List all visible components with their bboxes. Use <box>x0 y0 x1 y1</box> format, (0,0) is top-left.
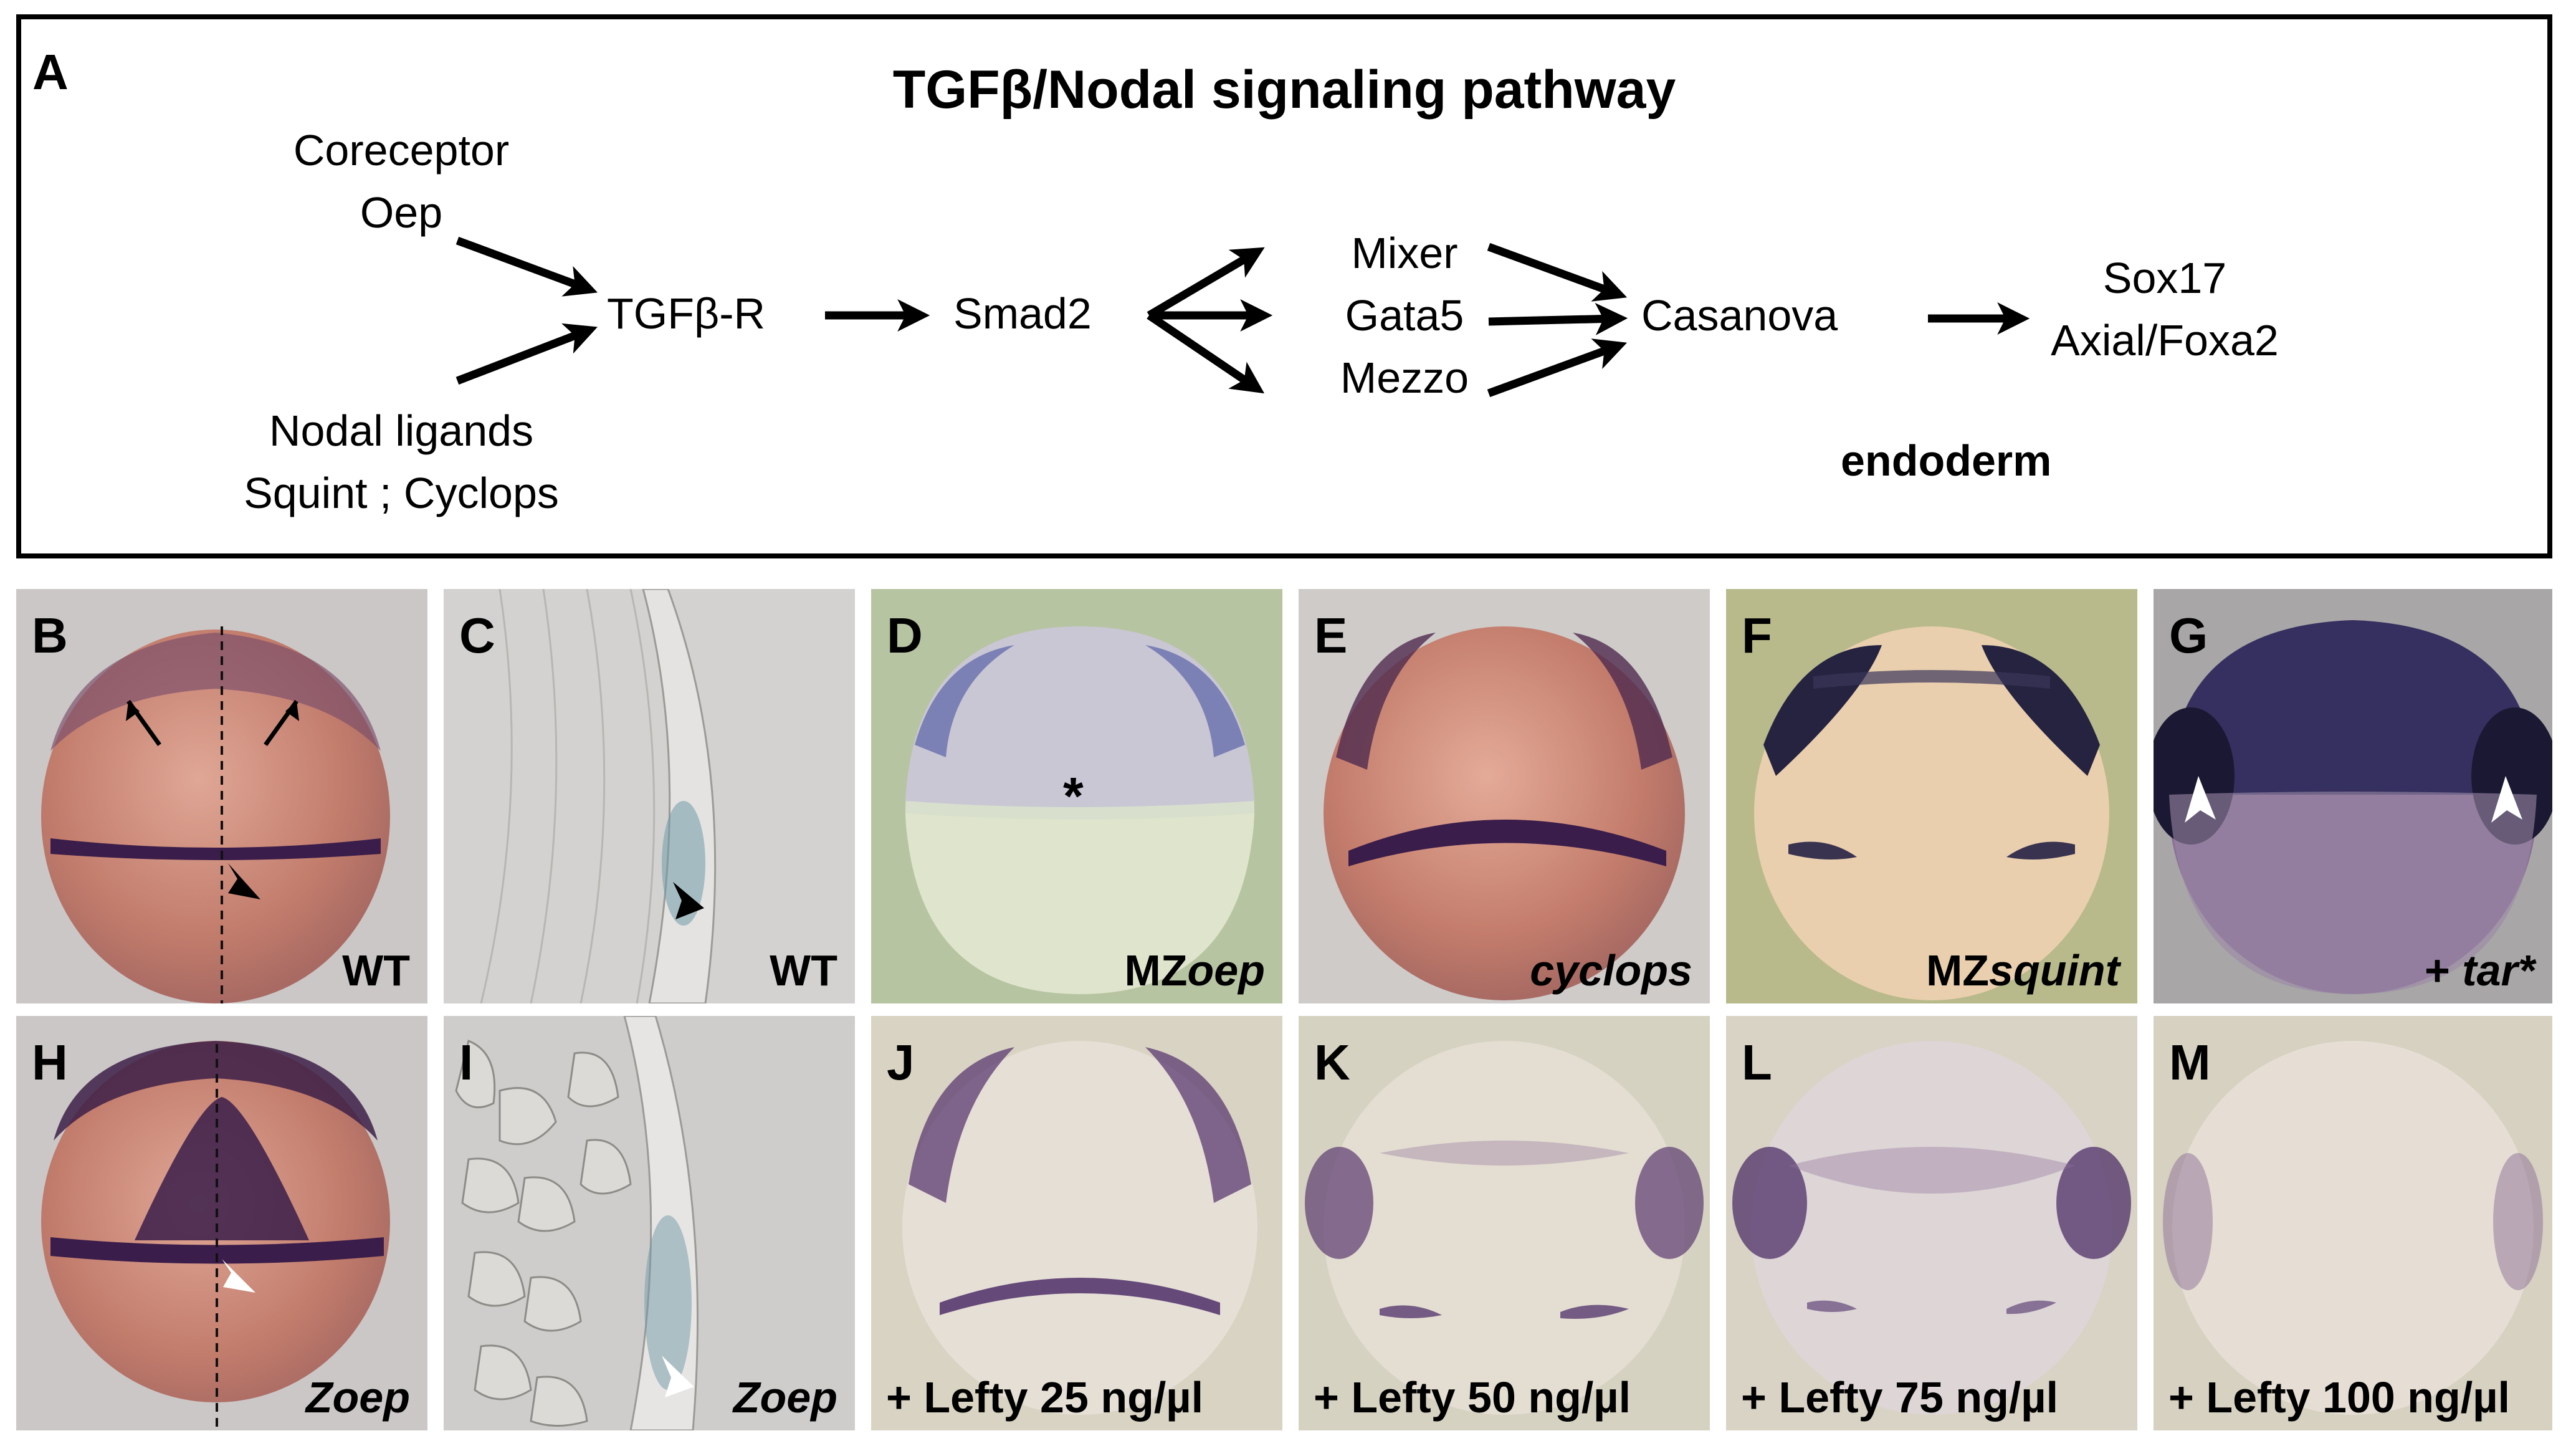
caption-i-prefix: Z <box>733 1373 760 1422</box>
caption-d-italic: oep <box>1187 946 1265 995</box>
caption-h: Zoep <box>306 1376 410 1419</box>
embryo-lefty-100-image <box>2154 1016 2552 1430</box>
node-targets: Sox17 Axial/Foxa2 <box>2009 247 2321 371</box>
arrow-mixer-to-casanova <box>1487 242 1628 302</box>
diagram-title: TGFβ/Nodal signaling pathway <box>892 60 1676 120</box>
sox17-label: Sox17 <box>2102 254 2227 302</box>
caption-g: + tar* <box>2425 949 2535 992</box>
embryo-lefty-50-image <box>1299 1016 1710 1430</box>
caption-d-prefix: MZ <box>1124 946 1188 995</box>
arrow-gata5-to-casanova <box>1488 302 1628 335</box>
embryo-wt-image <box>16 589 427 1003</box>
embryo-lefty-75-image <box>1726 1016 2137 1430</box>
caption-e-italic: cyclops <box>1530 946 1692 995</box>
node-casanova: Casanova <box>1641 291 1838 340</box>
panel-e-image: E cyclops <box>1299 589 1710 1003</box>
arrow-ligands-to-receptor <box>456 323 598 385</box>
caption-g-prefix: + <box>2424 946 2463 995</box>
panel-label-l: L <box>1742 1035 1772 1090</box>
caption-h-prefix: Z <box>305 1373 333 1422</box>
mezzo-label: Mezzo <box>1340 353 1469 402</box>
panel-i-image: I Zoep <box>444 1016 855 1430</box>
panel-label-k: K <box>1314 1035 1350 1090</box>
panel-k-image: K + Lefty 50 ng/µl <box>1299 1016 1710 1430</box>
pathway-diagram-panel: A TGFβ/Nodal signaling pathway Corecepto… <box>16 14 2552 558</box>
panel-label-c: C <box>459 608 495 663</box>
node-nodal-ligands: Nodal ligands Squint ; Cyclops <box>189 400 613 524</box>
panel-b-image: B WT <box>16 589 427 1003</box>
panel-label-h: H <box>32 1035 68 1090</box>
caption-i: Zoep <box>733 1376 837 1419</box>
caption-f-italic: squint <box>1989 946 2120 995</box>
pathway-arrows <box>456 236 2030 398</box>
embryo-lefty-25-image <box>871 1016 1282 1430</box>
node-tgfb-receptor: TGFβ-R <box>607 289 766 338</box>
panel-h-image: H Zoep <box>16 1016 427 1430</box>
node-coreceptor: Coreceptor Oep <box>252 119 551 244</box>
arrow-oep-to-receptor <box>456 236 598 297</box>
arrow-smad-to-mezzo <box>1147 312 1265 394</box>
panel-m-image: M + Lefty 100 ng/µl <box>2154 1016 2552 1430</box>
caption-h-italic: oep <box>332 1373 410 1422</box>
panel-f-image: F MZsquint <box>1726 589 2137 1003</box>
embryo-mzsquint-image <box>1726 589 2137 1003</box>
coreceptor-label: Coreceptor <box>293 126 510 175</box>
caption-c: WT <box>770 946 837 995</box>
oep-label: Oep <box>360 188 443 237</box>
caption-j: + Lefty 25 ng/µl <box>886 1373 1204 1422</box>
caption-f: MZsquint <box>1926 949 2120 992</box>
caption-i-italic: oep <box>760 1373 837 1422</box>
mixer-label: Mixer <box>1351 229 1458 277</box>
panel-label-i: I <box>459 1035 474 1090</box>
panel-label-d: D <box>887 608 923 663</box>
panel-c-image: C WT <box>444 589 855 1003</box>
embryo-mzoep-image <box>871 589 1282 1003</box>
panel-l-image: L + Lefty 75 ng/µl <box>1726 1016 2137 1430</box>
gata5-label: Gata5 <box>1345 291 1464 340</box>
caption-e: cyclops <box>1530 949 1692 992</box>
panel-label-m: M <box>2169 1035 2211 1090</box>
caption-b: WT <box>342 946 410 995</box>
panel-label-b: B <box>32 608 68 663</box>
panel-label-a: A <box>32 44 69 100</box>
arrow-mezzo-to-casanova <box>1487 338 1628 398</box>
embryo-tar-image <box>2154 589 2552 1003</box>
panel-label-j: J <box>887 1035 915 1090</box>
node-transcription-factors: Mixer Gata5 Mezzo <box>1299 222 1510 409</box>
panel-g-image: G + tar* <box>2154 589 2552 1003</box>
caption-m: + Lefty 100 ng/µl <box>2168 1373 2511 1422</box>
axial-foxa2-label: Axial/Foxa2 <box>2051 316 2279 365</box>
section-wt-image <box>444 589 855 1003</box>
panel-label-e: E <box>1314 608 1348 663</box>
squint-cyclops-label: Squint ; Cyclops <box>244 469 559 517</box>
caption-f-prefix: MZ <box>1925 946 1990 995</box>
embryo-cyclops-image <box>1299 589 1710 1003</box>
endoderm-label: endoderm <box>1841 436 2052 485</box>
caption-d: MZoep <box>1124 949 1265 992</box>
panel-label-g: G <box>2169 608 2208 663</box>
section-zoep-image <box>444 1016 855 1430</box>
arrow-smad-to-mixer <box>1147 247 1265 319</box>
caption-k: + Lefty 50 ng/µl <box>1314 1373 1631 1422</box>
caption-l: + Lefty 75 ng/µl <box>1741 1373 2059 1422</box>
asterisk-mark: * <box>1063 767 1084 825</box>
embryo-zoep-image <box>16 1016 427 1430</box>
caption-g-italic: tar* <box>2462 946 2535 995</box>
panel-d-image: D * MZoep <box>871 589 1282 1003</box>
node-smad2: Smad2 <box>953 289 1092 338</box>
panel-j-image: J + Lefty 25 ng/µl <box>871 1016 1282 1430</box>
nodal-ligands-label: Nodal ligands <box>269 406 534 455</box>
panel-label-f: F <box>1742 608 1772 663</box>
